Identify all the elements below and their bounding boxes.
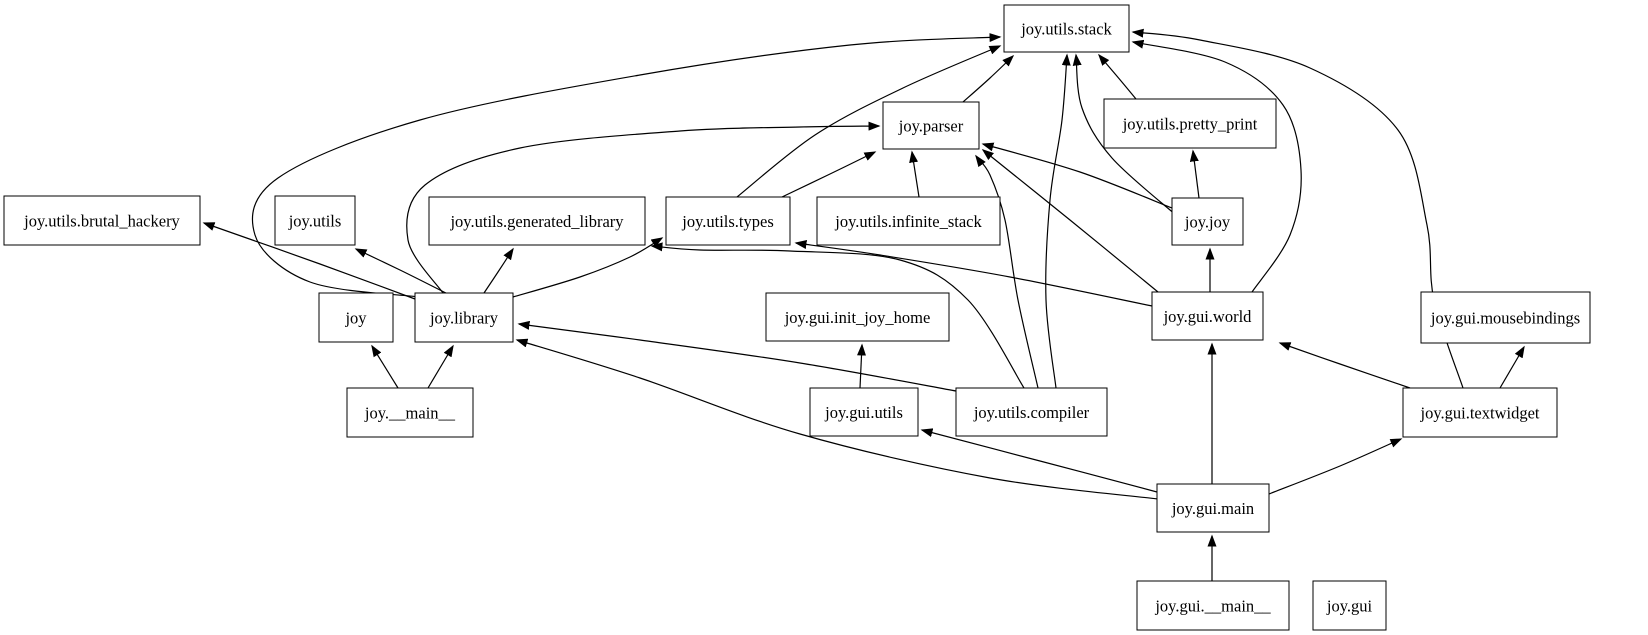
node-joy-joy: joy.joy	[1171, 197, 1244, 246]
edge-joy-joy-to-joy-utils-pretty_print	[1189, 149, 1200, 199]
node-label-joy-gui-world: joy.gui.world	[1163, 307, 1253, 326]
node-box-joy-gui-init_joy_home	[765, 292, 950, 342]
node-box-joy-gui-world	[1151, 291, 1264, 341]
node-box-joy-joy	[1171, 197, 1244, 246]
edge-joy-parser-to-joy-utils-stack	[962, 54, 1015, 103]
node-label-joy-gui-utils: joy.gui.utils	[824, 403, 903, 422]
node-joy-utils-infinite_stack: joy.utils.infinite_stack	[816, 196, 1001, 246]
edge-joy-utils-infinite_stack-to-joy-parser	[909, 150, 920, 198]
node-joy-gui-world: joy.gui.world	[1151, 291, 1264, 341]
edge-joy-library-to-joy-utils-generated_library	[483, 247, 514, 294]
node-joy-library: joy.library	[414, 292, 514, 343]
node-label-joy-utils-brutal_hackery: joy.utils.brutal_hackery	[23, 212, 180, 231]
edge-joy-utils-compiler-to-joy-library	[517, 320, 957, 392]
node-joy-utils-compiler: joy.utils.compiler	[955, 387, 1108, 437]
edge-joy-library-to-joy-utils-stack	[251, 33, 1002, 298]
edges-layer	[202, 28, 1525, 581]
node-box-joy-utils-infinite_stack	[816, 196, 1001, 246]
node-box-joy-utils	[274, 195, 356, 246]
node-joy-gui-textwidget: joy.gui.textwidget	[1402, 387, 1558, 438]
node-label-joy: joy	[344, 309, 367, 328]
node-label-joy-joy: joy.joy	[1184, 213, 1231, 232]
edge-joy-utils-compiler-to-joy-utils-generated_library	[650, 242, 1025, 389]
edge-joy-utils-types-to-joy-utils-stack	[736, 45, 1002, 198]
node-box-joy-gui-textwidget	[1402, 387, 1558, 438]
node-box-joy-utils-brutal_hackery	[3, 195, 201, 246]
node-joy-gui-init_joy_home: joy.gui.init_joy_home	[765, 292, 950, 342]
node-box-joy-utils-pretty_print	[1103, 98, 1277, 149]
node-joy-utils-generated_library: joy.utils.generated_library	[428, 196, 646, 246]
node-joy-utils-pretty_print: joy.utils.pretty_print	[1103, 98, 1277, 149]
edge-joy-gui-textwidget-to-joy-gui-world	[1278, 342, 1411, 389]
edge-joy-joy-to-joy-parser	[981, 142, 1173, 209]
node-joy-gui-utils: joy.gui.utils	[809, 387, 919, 437]
node-joy-gui: joy.gui	[1312, 580, 1387, 631]
node-box-joy-gui-utils	[809, 387, 919, 437]
edge-joy-library-to-joy-utils-types	[512, 237, 664, 298]
edge-joy-utils-compiler-to-joy-utils-stack	[1045, 53, 1071, 389]
node-joy-gui-mousebindings: joy.gui.mousebindings	[1420, 291, 1591, 344]
node-label-joy-gui-__main__: joy.gui.__main__	[1154, 597, 1271, 616]
edge-joy-__main__-to-joy-library	[427, 344, 454, 389]
node-box-joy-__main__	[346, 387, 474, 438]
edge-joy-gui-world-to-joy-utils-stack	[1131, 39, 1302, 293]
node-box-joy	[318, 292, 394, 343]
node-label-joy-gui: joy.gui	[1326, 597, 1373, 616]
node-joy-parser: joy.parser	[882, 101, 980, 150]
node-box-joy-utils-types	[665, 196, 791, 246]
node-joy-gui-main: joy.gui.main	[1156, 483, 1270, 533]
edge-joy-utils-pretty_print-to-joy-utils-stack	[1098, 53, 1137, 100]
node-box-joy-library	[414, 292, 514, 343]
node-joy-utils-brutal_hackery: joy.utils.brutal_hackery	[3, 195, 201, 246]
node-label-joy-gui-mousebindings: joy.gui.mousebindings	[1430, 309, 1580, 328]
node-label-joy-parser: joy.parser	[898, 117, 964, 136]
edge-joy-gui-textwidget-to-joy-gui-mousebindings	[1499, 345, 1525, 389]
node-box-joy-utils-compiler	[955, 387, 1108, 437]
edge-joy-gui-main-to-joy-library	[515, 338, 1159, 500]
node-label-joy-utils: joy.utils	[288, 212, 342, 231]
node-box-joy-gui-__main__	[1136, 580, 1290, 631]
node-joy-__main__: joy.__main__	[346, 387, 474, 438]
node-label-joy-utils-infinite_stack: joy.utils.infinite_stack	[834, 212, 982, 231]
edge-joy-library-to-joy-utils	[354, 248, 447, 294]
edge-joy-library-to-joy-utils-brutal_hackery	[202, 222, 416, 300]
edge-joy-gui-utils-to-joy-gui-init_joy_home	[857, 343, 867, 389]
node-label-joy-utils-types: joy.utils.types	[681, 212, 774, 231]
node-joy-utils: joy.utils	[274, 195, 356, 246]
node-label-joy-utils-pretty_print: joy.utils.pretty_print	[1122, 115, 1258, 134]
node-box-joy-utils-generated_library	[428, 196, 646, 246]
edge-joy-__main__-to-joy	[371, 344, 399, 389]
nodes-layer: joy.utils.stack joy.parser joy.utils.prett…	[3, 4, 1591, 631]
edge-joy-joy-to-joy-utils-stack	[1072, 53, 1178, 217]
node-label-joy-utils-generated_library: joy.utils.generated_library	[449, 212, 624, 231]
edge-joy-gui-world-to-joy-parser	[981, 149, 1159, 293]
node-label-joy-gui-main: joy.gui.main	[1171, 499, 1254, 518]
node-joy: joy	[318, 292, 394, 343]
node-label-joy-__main__: joy.__main__	[364, 404, 456, 423]
node-label-joy-gui-textwidget: joy.gui.textwidget	[1420, 404, 1540, 423]
node-label-joy-library: joy.library	[429, 309, 499, 328]
node-joy-gui-__main__: joy.gui.__main__	[1136, 580, 1290, 631]
edge-joy-utils-types-to-joy-parser	[781, 151, 877, 198]
node-box-joy-utils-stack	[1003, 4, 1130, 53]
node-label-joy-utils-stack: joy.utils.stack	[1020, 20, 1112, 39]
edge-joy-utils-compiler-to-joy-parser	[975, 154, 1039, 389]
edge-joy-library-to-joy-parser	[406, 121, 881, 294]
edge-joy-gui-main-to-joy-gui-utils	[920, 428, 1158, 493]
node-label-joy-utils-compiler: joy.utils.compiler	[973, 403, 1090, 422]
edge-joy-gui-main-to-joy-gui-textwidget	[1268, 438, 1403, 495]
node-label-joy-gui-init_joy_home: joy.gui.init_joy_home	[784, 308, 931, 327]
node-box-joy-parser	[882, 101, 980, 150]
node-box-joy-gui-mousebindings	[1420, 291, 1591, 344]
edge-joy-gui-world-to-joy-utils-types	[794, 240, 1153, 307]
node-joy-utils-stack: joy.utils.stack	[1003, 4, 1130, 53]
node-box-joy-gui-main	[1156, 483, 1270, 533]
node-joy-utils-types: joy.utils.types	[665, 196, 791, 246]
node-box-joy-gui	[1312, 580, 1387, 631]
